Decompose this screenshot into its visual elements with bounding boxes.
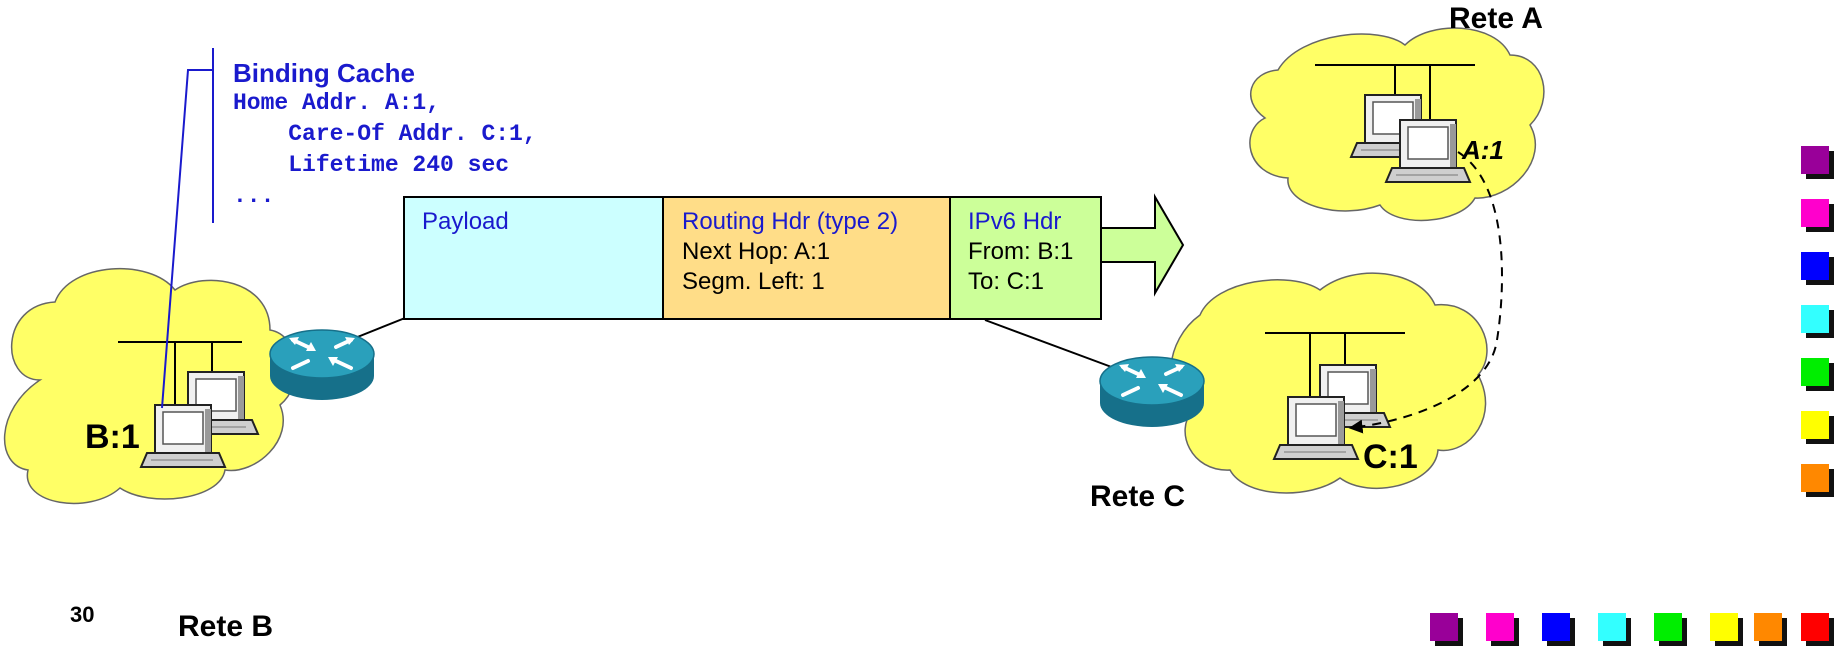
ipv6-header-from: From: B:1 [968,238,1074,265]
payload-label: Payload [422,207,509,237]
lan-rete-c [1265,332,1405,400]
decorative-square [1801,252,1834,285]
link-packet-to-router-c [984,319,1126,373]
decorative-square [1801,358,1834,391]
routing-header-title: Routing Hdr (type 2) [682,208,899,235]
decorative-square [1710,613,1743,646]
binding-cache-lifetime: Lifetime 240 sec [233,152,510,178]
ipv6-header-box [949,196,1102,320]
forward-arrow [1100,193,1185,297]
host-label-c1: C:1 [1363,438,1418,476]
binding-cache: Binding Cache Home Addr. A:1, Care-Of Ad… [233,58,537,212]
decorative-square [1486,613,1519,646]
ipv6-header: IPv6 Hdr From: B:1 To: C:1 [968,207,1073,297]
host-label-b1: B:1 [85,418,140,456]
ipv6-header-to: To: C:1 [968,268,1045,295]
ipv6-header-title: IPv6 Hdr [968,208,1062,235]
page-number: 30 [70,602,95,627]
decorative-square [1598,613,1631,646]
decorative-square [1801,305,1834,338]
decorative-square [1542,613,1575,646]
routing-header-segments-left: Segm. Left: 1 [682,268,825,295]
decorative-square [1754,613,1787,646]
decorative-square [1654,613,1687,646]
decorative-square [1801,613,1834,646]
binding-cache-home-addr: Home Addr. A:1, [233,90,441,116]
network-label-rete-b: Rete B [178,610,274,643]
decorative-square [1801,464,1834,497]
router-icon-rete-b [268,328,376,402]
decorative-square [1801,199,1834,232]
network-label-rete-c: Rete C [1090,480,1186,513]
decorative-square [1801,146,1834,179]
binding-cache-care-of-addr: Care-Of Addr. C:1, [233,121,537,147]
payload-title: Payload [422,208,509,235]
cloud-rete-b [4,267,297,505]
routing-header-next-hop: Next Hop: A:1 [682,238,831,265]
network-label-rete-a: Rete A [1449,2,1543,35]
router-icon-rete-c [1098,355,1206,429]
binding-cache-ellipsis: ... [233,183,275,209]
routing-header: Routing Hdr (type 2) Next Hop: A:1 Segm.… [682,207,898,297]
forwarding-path-arrow [1348,151,1503,434]
link-router-b-to-packet [349,317,406,341]
binding-cache-title: Binding Cache [233,58,416,88]
decorative-square [1430,613,1463,646]
binding-cache-pointer [161,69,213,409]
decorative-square [1801,411,1834,444]
host-label-a1: A:1 [1462,135,1504,165]
